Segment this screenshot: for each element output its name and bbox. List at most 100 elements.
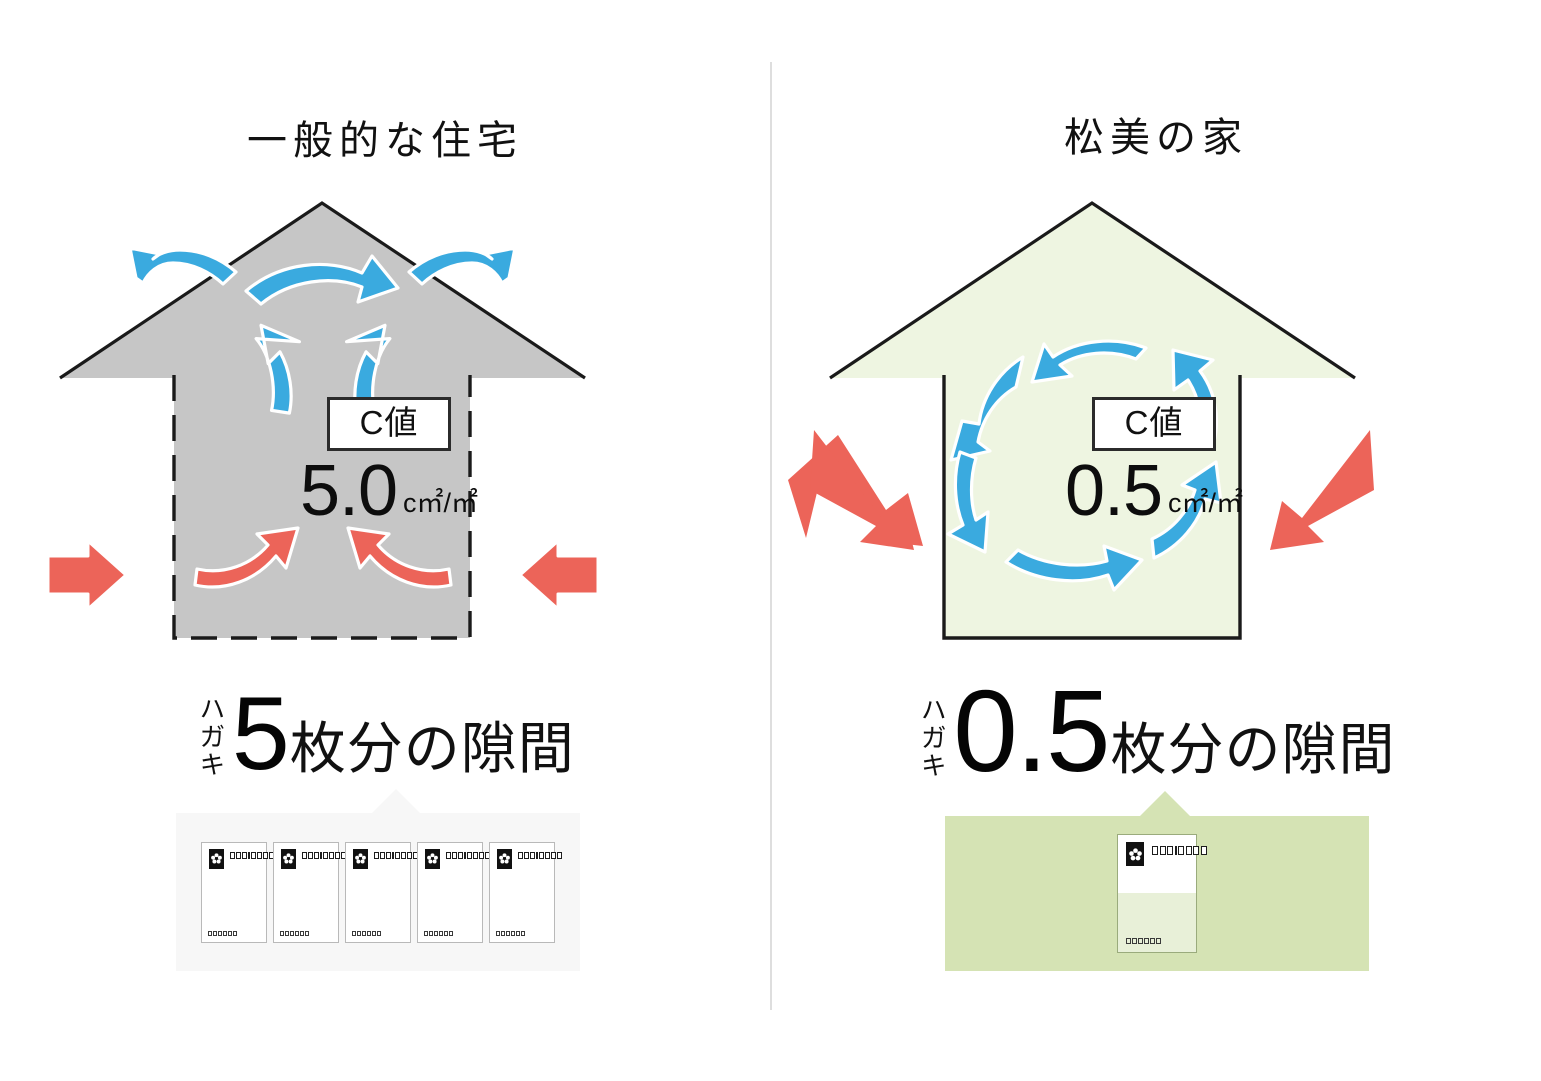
sender-code-box [511, 930, 515, 936]
sender-code-box [496, 930, 500, 936]
right-caption: ハガキ 0.5 枚分の隙間 [771, 660, 1541, 796]
postcard [417, 841, 490, 943]
postal-code-box [302, 851, 307, 859]
arrow-red-deflect-right [1270, 430, 1374, 550]
postal-code-box [1185, 846, 1192, 855]
postal-code-box [386, 851, 391, 859]
arrow-red-in-right [518, 539, 600, 611]
postal-code-box [380, 851, 385, 859]
right-caption-suffix: 枚分の隙間 [1110, 718, 1396, 781]
postal-code-box [452, 851, 457, 859]
postal-code-box [545, 851, 550, 859]
left-caption: ハガキ 5 枚分の隙間 [0, 666, 770, 793]
right-c-value-block: C値 0.5 c㎡/㎡ [1019, 397, 1289, 531]
postal-code-box [1200, 846, 1207, 855]
arrow-blue-circ-lowerright [1150, 460, 1223, 560]
postal-code-box [479, 851, 484, 859]
postage-stamp-icon [353, 848, 368, 869]
postal-code-box [1159, 846, 1166, 855]
postage-stamp-icon [281, 848, 296, 869]
left-caption-number: 5 [231, 676, 290, 793]
postal-code-boxes [230, 851, 274, 859]
postal-code-box [314, 851, 319, 859]
sender-code-box [429, 930, 433, 936]
arrow-red-inner-bottomright [346, 526, 453, 589]
left-c-value-block: C値 5.0 c㎡/㎡ [254, 397, 524, 531]
sender-code-boxes [280, 930, 309, 936]
right-c-value-number: 0.5 [1064, 450, 1163, 531]
postal-code-box [329, 851, 334, 859]
right-c-value-label: C値 [1091, 397, 1217, 451]
right-panel-title: 松美の家 [1064, 116, 1248, 160]
sender-code-box [223, 930, 227, 936]
postal-code-box [557, 851, 562, 859]
postage-stamp-icon [425, 848, 440, 869]
sender-code-box [424, 930, 428, 936]
arrow-blue-out-topleft [128, 246, 238, 286]
postal-code-separator [320, 851, 322, 859]
sender-code-box [1150, 938, 1155, 944]
postal-code-separator [536, 851, 538, 859]
sender-code-box [1126, 938, 1131, 944]
right-caption-number: 0.5 [953, 665, 1110, 796]
sender-code-box [300, 930, 304, 936]
sender-code-box [1156, 938, 1161, 944]
postage-stamp-icon [497, 848, 512, 869]
arrow-red-deflect-left [788, 430, 923, 550]
sender-code-box [357, 930, 361, 936]
postal-code-box [1152, 846, 1158, 855]
postal-code-box [251, 851, 256, 859]
postal-code-box [401, 851, 406, 859]
postal-code-box [524, 851, 529, 859]
right-c-value-unit: c㎡/㎡ [1168, 487, 1244, 518]
postal-code-boxes [518, 851, 562, 859]
postcard [201, 841, 274, 943]
postal-code-separator [464, 851, 466, 859]
postal-code-box [518, 851, 523, 859]
postal-code-box [308, 851, 313, 859]
sender-code-box [295, 930, 299, 936]
sender-code-box [506, 930, 510, 936]
postal-code-separator [248, 851, 250, 859]
postal-code-boxes [1152, 846, 1207, 855]
postal-code-box [323, 851, 328, 859]
sender-code-box [228, 930, 232, 936]
left-postcard-panel [176, 813, 580, 971]
postal-code-box [473, 851, 478, 859]
postal-code-box [1193, 846, 1199, 855]
right-postcard-stack [945, 816, 1369, 971]
sender-code-boxes [1126, 938, 1161, 944]
sender-code-box [352, 930, 356, 936]
sender-code-box [233, 930, 237, 936]
sender-code-box [367, 930, 371, 936]
left-c-value-row: 5.0 c㎡/㎡ [299, 450, 478, 531]
left-panel-pointer [370, 789, 422, 815]
postal-code-boxes [302, 851, 346, 859]
postal-code-separator [392, 851, 394, 859]
left-c-value-label: C値 [326, 397, 452, 451]
sender-code-box [1132, 938, 1137, 944]
panel-divider [770, 62, 772, 1010]
postal-code-separator [1174, 846, 1177, 855]
postal-code-box [458, 851, 463, 859]
left-caption-vertical-label: ハガキ [195, 695, 226, 779]
sender-code-box [444, 930, 448, 936]
postal-code-box [1178, 846, 1184, 855]
postal-code-box [551, 851, 556, 859]
postal-code-box [242, 851, 247, 859]
sender-code-boxes [208, 930, 237, 936]
sender-code-box [439, 930, 443, 936]
arrow-red-inner-bottomleft [193, 526, 300, 589]
stamp-flower-icon [211, 853, 222, 864]
postal-code-box [1167, 846, 1173, 855]
sender-code-box [208, 930, 212, 936]
right-caption-vertical-label: ハガキ [917, 696, 948, 780]
sender-code-box [280, 930, 284, 936]
postal-code-box [236, 851, 241, 859]
postal-code-box [407, 851, 412, 859]
postcard [345, 841, 418, 943]
arrow-blue-circ-bottom [1004, 544, 1144, 592]
left-c-value-number: 5.0 [299, 450, 398, 531]
stamp-flower-icon [355, 853, 366, 864]
postal-code-box [257, 851, 262, 859]
